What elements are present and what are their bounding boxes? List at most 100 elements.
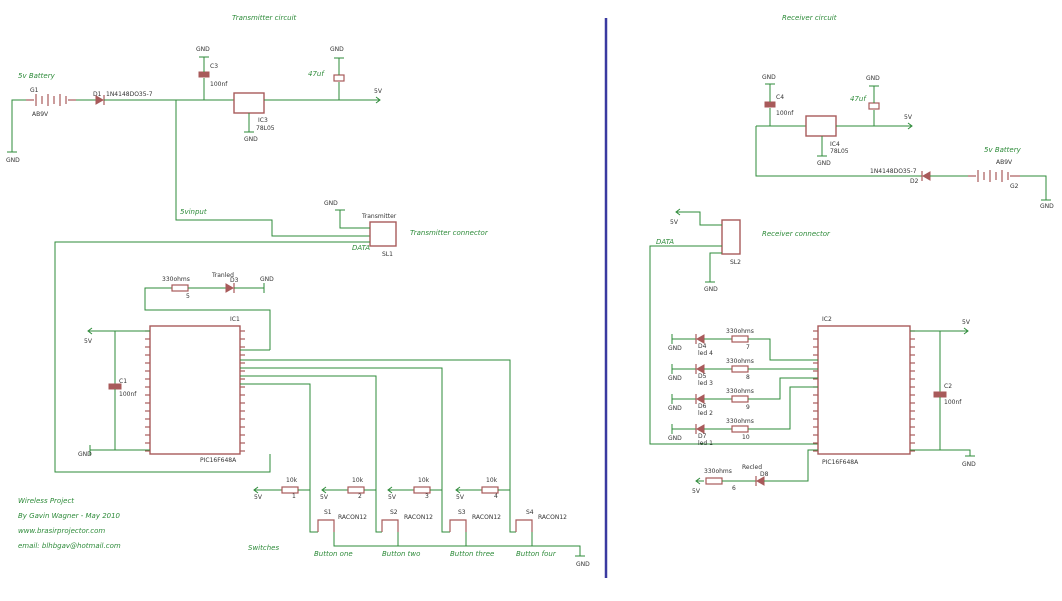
r6-value: 330ohms [704,468,732,475]
rx-cap-47uf-label: 47uf [850,95,867,103]
v5-label: 5V [904,114,913,121]
gnd-label: GND [817,160,831,167]
switch-row: Switches 5V 10k 1 S1 RACON12 Button one … [248,477,590,568]
v5-label: 5V [692,488,701,495]
button-one-label: Button one [314,550,353,558]
sl2-connector [721,219,741,255]
r9-label: 9 [746,404,750,411]
switch-3: 5V 10k 3 S3 RACON12 Button three [387,477,501,558]
transmitter-connector: Transmitter Transmitter connector SL1 GN… [54,200,489,473]
switch-2: 5V 10k 2 S2 RACON12 Button two [320,477,433,558]
transmitter-label: Transmitter [361,213,397,220]
ic1-body [149,325,241,455]
ic1-label: IC1 [230,316,240,323]
gnd-label: GND [196,46,210,53]
s1-label: S1 [324,509,332,516]
gnd-label: GND [668,435,682,442]
ic2: IC2 PIC16F648A 5V C2 100nf GND 5V 330ohm… [692,316,976,495]
r6-label: 6 [732,485,736,492]
gnd-label: GND [866,75,880,82]
d3-label: D3 [230,277,239,284]
c2-label: C2 [944,383,952,390]
tx-data-label: DATA [352,244,370,252]
switches-label: Switches [248,544,279,552]
sl2-label: SL2 [730,259,741,266]
r10-value: 330ohms [726,418,754,425]
d7-label: D7 [698,433,707,440]
gnd-label: GND [962,461,976,468]
rx-led-3: GND D5 led 3 330ohms 8 [668,358,818,387]
tx-led-branch: 330ohms 5 Tranled D3 GND [144,272,274,350]
c2-value: 100nf [944,399,962,406]
g2-value: AB9V [996,159,1013,166]
rx-power: GND C4 100nf IC4 78L05 GND 5V GND 47uf 1… [755,74,1054,210]
c3-label: C3 [210,63,218,70]
recled-label: Recled [742,464,762,471]
tx-battery-symbol [26,94,76,106]
r8-value: 330ohms [726,358,754,365]
s2-label: S2 [390,509,398,516]
v5-label: 5V [456,494,465,501]
gnd-label: GND [1040,203,1054,210]
tx-connector-label: Transmitter connector [410,229,489,237]
project-title: Wireless Project [18,497,74,505]
d6-label: D6 [698,403,707,410]
vinput-label: 5vinput [180,208,207,216]
r3-label: 3 [425,493,429,500]
receiver-title: Receiver circuit [782,14,837,22]
d4-label: D4 [698,343,707,350]
gnd-label: GND [260,276,274,283]
v5-label: 5V [84,338,93,345]
r1-label: 1 [292,493,296,500]
cap-47uf-label: 47uf [308,70,325,78]
rx-led-4: GND D4 led 4 330ohms 7 [668,328,818,361]
r4-value: 10k [486,477,498,484]
gnd-label: GND [576,561,590,568]
sl1-label: SL1 [382,251,393,258]
r2-label: 2 [358,493,362,500]
r1-value: 10k [286,477,298,484]
gnd-label: GND [78,451,92,458]
g2-label: G2 [1010,183,1019,190]
gnd-label: GND [704,286,718,293]
r4-label: 4 [494,493,498,500]
r8-label: 8 [746,374,750,381]
rx-led-2: GND D6 led 2 330ohms 9 [668,377,818,417]
rx-connector-label: Receiver connector [762,230,831,238]
c1-label: C1 [119,378,127,385]
ic3-value: 78L05 [256,125,275,132]
rx-battery-symbol [968,170,1020,182]
ic2-body [817,325,911,455]
gnd-label: GND [668,375,682,382]
r7-value: 330ohms [726,328,754,335]
r2-value: 10k [352,477,364,484]
project-notes: Wireless Project By Gavin Wagner - May 2… [18,497,121,550]
v5-label: 5V [670,219,679,226]
r10-label: 10 [742,434,750,441]
transmitter-title: Transmitter circuit [232,14,297,22]
led1-label: led 1 [698,440,713,447]
v5-label: 5V [374,88,383,95]
d2-label: D2 [910,178,919,185]
gnd-label: GND [668,405,682,412]
ic3-label: IC3 [258,117,268,124]
v5-label: 5V [962,319,971,326]
ic4-regulator [805,115,837,137]
gnd-label: GND [762,74,776,81]
d1-label: D1 [93,91,102,98]
rx-data-label: DATA [656,238,674,246]
led3-label: led 3 [698,380,713,387]
gnd-label: GND [668,345,682,352]
s1-value: RACON12 [338,514,367,521]
s3-value: RACON12 [472,514,501,521]
c1-value: 100nf [119,391,137,398]
d5-label: D5 [698,373,707,380]
s3-label: S3 [458,509,466,516]
g1-label: G1 [30,87,39,94]
led4-label: led 4 [698,350,713,357]
gnd-label: GND [324,200,338,207]
v5-label: 5V [320,494,329,501]
v5-label: 5V [388,494,397,501]
rx-led-1: GND D7 led 1 330ohms 10 [668,386,818,447]
